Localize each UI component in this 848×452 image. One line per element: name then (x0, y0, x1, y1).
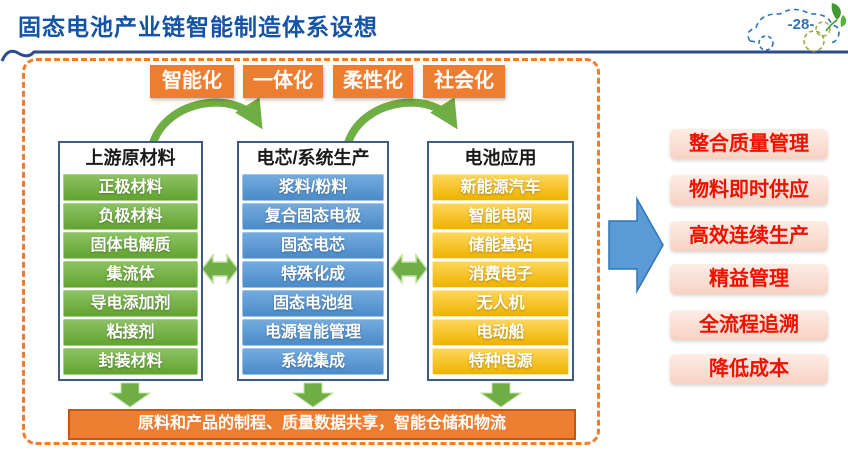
right-arrow-icon (608, 196, 664, 294)
chain-item: 特殊化成 (242, 261, 384, 288)
chain-item: 无人机 (432, 290, 569, 317)
chain-item: 正极材料 (63, 174, 198, 201)
chain-item: 复合固态电极 (242, 203, 384, 230)
tag-4: 社会化 (423, 65, 505, 98)
column-upstream-materials: 上游原材料 正极材料 负极材料 固体电解质 集流体 导电添加剂 粘接剂 封装材料 (58, 141, 203, 381)
chain-item: 储能基站 (432, 232, 569, 259)
column-header: 电池应用 (464, 148, 537, 168)
chain-item: 固体电解质 (63, 232, 198, 259)
column-battery-applications: 电池应用 新能源汽车 智能电网 储能基站 消费电子 无人机 电动船 特种电源 (427, 141, 574, 381)
benefit-label: 物料即时供应 (670, 175, 828, 205)
benefit-label: 精益管理 (670, 264, 828, 294)
benefit-label: 全流程追溯 (670, 310, 828, 340)
chain-item: 消费电子 (432, 261, 569, 288)
chain-item: 浆料/粉料 (242, 174, 384, 201)
benefit-label: 高效连续生产 (670, 221, 828, 251)
tag-1: 智能化 (150, 65, 234, 98)
chain-item: 电源智能管理 (242, 319, 384, 346)
page-number: -28- (787, 16, 815, 33)
chain-item: 固态电芯 (242, 232, 384, 259)
chain-item: 负极材料 (63, 203, 198, 230)
benefit-label: 整合质量管理 (670, 129, 828, 159)
column-header: 上游原材料 (85, 148, 176, 168)
chain-item: 特种电源 (432, 348, 569, 375)
tag-2: 一体化 (243, 65, 323, 98)
tag-3: 柔性化 (333, 65, 413, 98)
car-doodle-icon (747, 3, 847, 52)
benefit-label: 降低成本 (670, 354, 828, 384)
chain-item: 集流体 (63, 261, 198, 288)
chain-item: 新能源汽车 (432, 174, 569, 201)
column-header: 电芯/系统生产 (256, 148, 370, 168)
chain-item: 粘接剂 (63, 319, 198, 346)
column-cell-production: 电芯/系统生产 浆料/粉料 复合固态电极 固态电芯 特殊化成 固态电池组 电源智… (237, 141, 389, 381)
chain-item: 固态电池组 (242, 290, 384, 317)
chain-item: 智能电网 (432, 203, 569, 230)
chain-item: 系统集成 (242, 348, 384, 375)
chain-item: 导电添加剂 (63, 290, 198, 317)
page-title: 固态电池产业链智能制造体系设想 (18, 14, 378, 40)
chain-item: 电动船 (432, 319, 569, 346)
leaf-icon (825, 3, 847, 32)
chain-item: 封装材料 (63, 348, 198, 375)
data-sharing-bar: 原料和产品的制程、质量数据共享，智能仓储和物流 (68, 409, 576, 440)
